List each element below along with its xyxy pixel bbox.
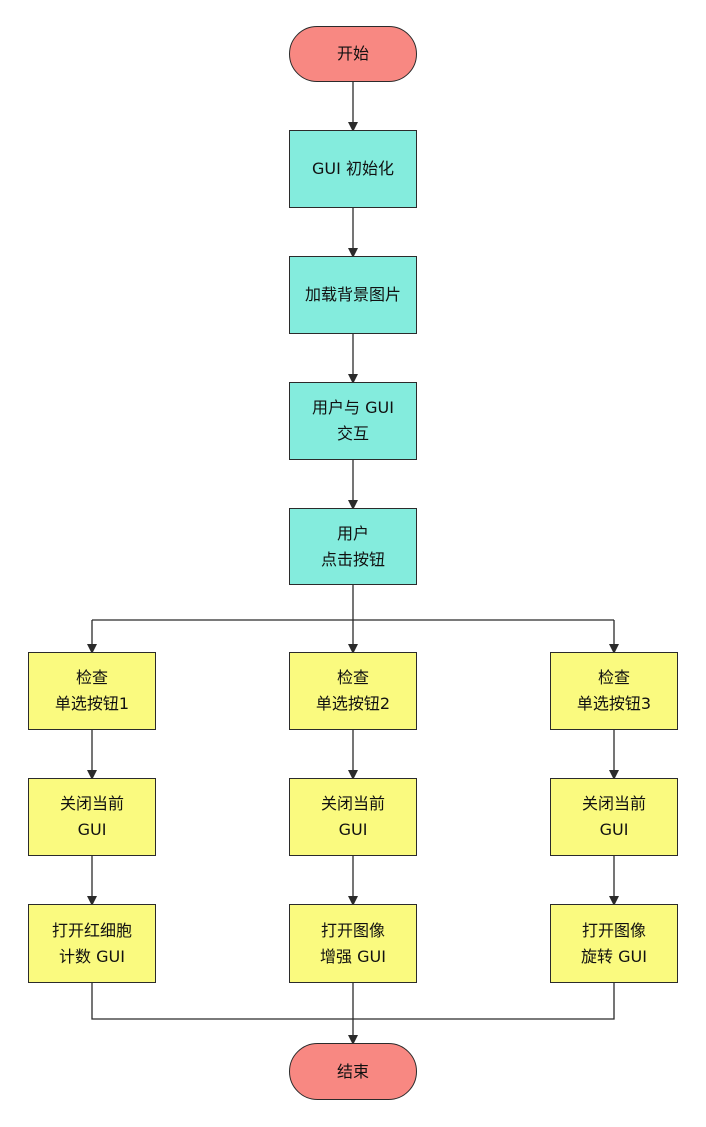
close-gui-3-label-line-1: 关闭当前 (581, 794, 646, 813)
close-gui-3-box: 关闭当前 GUI (550, 778, 678, 856)
check-radio-2-box: 检查 单选按钮2 (289, 652, 417, 730)
open-image-enhance-gui-box: 打开图像 增强 GUI (289, 904, 417, 983)
user-interact-box: 用户与 GUI 交互 (289, 382, 417, 460)
check-radio-2-label-line-1: 检查 (336, 668, 369, 687)
gui-init-box: GUI 初始化 (289, 130, 417, 208)
open-image-enhance-gui-label-line-2: 增强 GUI (320, 946, 386, 966)
user-interact-label-line-1: 用户与 GUI (312, 398, 394, 417)
check-radio-3-box: 检查 单选按钮3 (550, 652, 678, 730)
gui-init-label: GUI 初始化 (312, 159, 394, 178)
close-gui-1-label-line-2: GUI (77, 820, 107, 839)
check-radio-1-label-line-1: 检查 (75, 668, 108, 687)
end-terminal: 结束 (289, 1043, 417, 1100)
user-click-label-line-1: 用户 (336, 523, 369, 543)
check-radio-2-label-line-2: 单选按钮2 (315, 694, 391, 713)
close-gui-2-label-line-1: 关闭当前 (320, 794, 385, 813)
open-image-rotate-gui-label-line-1: 打开图像 (581, 920, 646, 940)
check-radio-3-label-line-1: 检查 (597, 668, 630, 687)
close-gui-2-box: 关闭当前 GUI (289, 778, 417, 856)
open-rbc-count-gui-box: 打开红细胞 计数 GUI (28, 904, 156, 983)
close-gui-1-box: 关闭当前 GUI (28, 778, 156, 856)
open-image-enhance-gui-label-line-1: 打开图像 (320, 920, 385, 940)
load-background-label: 加载背景图片 (304, 285, 401, 304)
close-gui-2-label-line-2: GUI (338, 820, 368, 839)
close-gui-1-label-line-1: 关闭当前 (59, 794, 124, 813)
end-label: 结束 (336, 1061, 369, 1081)
user-click-box: 用户 点击按钮 (289, 508, 417, 585)
open-image-rotate-gui-label-line-2: 旋转 GUI (581, 946, 647, 966)
check-radio-3-label-line-2: 单选按钮3 (576, 694, 652, 713)
start-label: 开始 (336, 44, 369, 63)
open-image-rotate-gui-box: 打开图像 旋转 GUI (550, 904, 678, 983)
close-gui-3-label-line-2: GUI (599, 820, 629, 839)
check-radio-1-box: 检查 单选按钮1 (28, 652, 156, 730)
user-click-label-line-2: 点击按钮 (320, 549, 385, 569)
open-rbc-count-gui-label-line-2: 计数 GUI (59, 946, 125, 966)
open-rbc-count-gui-label-line-1: 打开红细胞 (51, 920, 132, 940)
check-radio-1-label-line-2: 单选按钮1 (54, 694, 130, 713)
load-background-box: 加载背景图片 (289, 256, 417, 334)
merge-connector (91, 983, 615, 1020)
start-terminal: 开始 (289, 26, 417, 82)
split-connector (92, 585, 614, 621)
user-interact-label-line-2: 交互 (336, 424, 369, 443)
